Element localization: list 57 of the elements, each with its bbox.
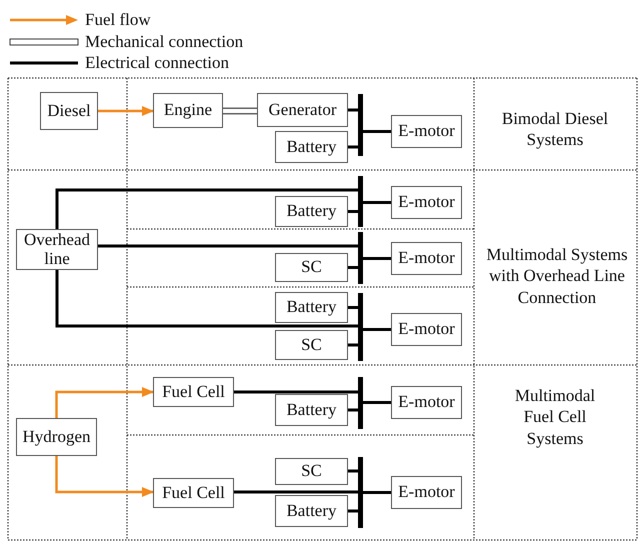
electrical-line <box>363 401 391 404</box>
component-box: E-motor <box>391 115 462 148</box>
electrical-line <box>234 490 358 494</box>
mechanical-link <box>223 108 257 114</box>
component-box: Battery <box>275 131 348 163</box>
bus-bar <box>358 232 363 284</box>
component-box: E-motor <box>391 313 462 346</box>
electrical-line <box>348 408 358 412</box>
component-box: Fuel Cell <box>153 478 234 508</box>
electrical-line <box>348 108 358 112</box>
legend-label: Fuel flow <box>85 11 151 28</box>
component-box: E-motor <box>391 186 462 219</box>
bus-bar <box>358 377 363 429</box>
electrical-line <box>98 244 358 248</box>
electrical-line <box>363 257 391 260</box>
component-box: Battery <box>275 292 348 323</box>
electrical-line <box>56 188 358 229</box>
component-box: Fuel Cell <box>153 377 234 407</box>
legend-label: Electrical connection <box>85 54 229 71</box>
legend-label: Mechanical connection <box>85 33 244 50</box>
electrical-line <box>363 328 391 331</box>
row-label: Bimodal Diesel Systems <box>500 108 610 150</box>
component-box: Diesel <box>40 92 98 130</box>
bus-bar <box>358 457 363 528</box>
component-box: SC <box>275 330 348 360</box>
bus-bar <box>358 176 363 227</box>
electrical-line <box>348 510 358 512</box>
component-box: SC <box>275 253 348 282</box>
electrical-line <box>363 130 391 133</box>
component-box: Generator <box>257 93 348 127</box>
row-label: Multimodal Systems with Overhead Line Connection <box>485 244 629 308</box>
component-box: Engine <box>153 93 223 128</box>
component-box: E-motor <box>391 476 462 509</box>
electrical-line <box>363 491 391 494</box>
bus-bar <box>358 293 363 361</box>
component-box: Hydrogen <box>16 418 97 456</box>
electrical-line <box>56 270 358 328</box>
electrical-line <box>348 344 358 346</box>
electrical-line <box>234 390 358 394</box>
row-label: Multimodal Fuel Cell Systems <box>514 385 596 449</box>
component-box: Battery <box>275 495 348 527</box>
electrical-line <box>348 146 358 148</box>
flow-arrow <box>55 387 154 418</box>
electrical-line <box>348 470 358 472</box>
electrical-line <box>348 266 358 269</box>
component-box: Battery <box>275 196 348 227</box>
component-box: E-motor <box>391 386 462 419</box>
component-box: SC <box>275 458 348 485</box>
component-box: Battery <box>275 394 348 426</box>
flow-arrow <box>55 456 154 497</box>
bus-bar <box>358 94 363 156</box>
flow-arrow <box>98 106 154 116</box>
component-box: Overhead line <box>16 229 98 270</box>
electrical-line <box>348 306 358 309</box>
electrical-line <box>348 210 358 213</box>
component-box: E-motor <box>391 242 462 275</box>
electrical-line <box>363 201 391 204</box>
